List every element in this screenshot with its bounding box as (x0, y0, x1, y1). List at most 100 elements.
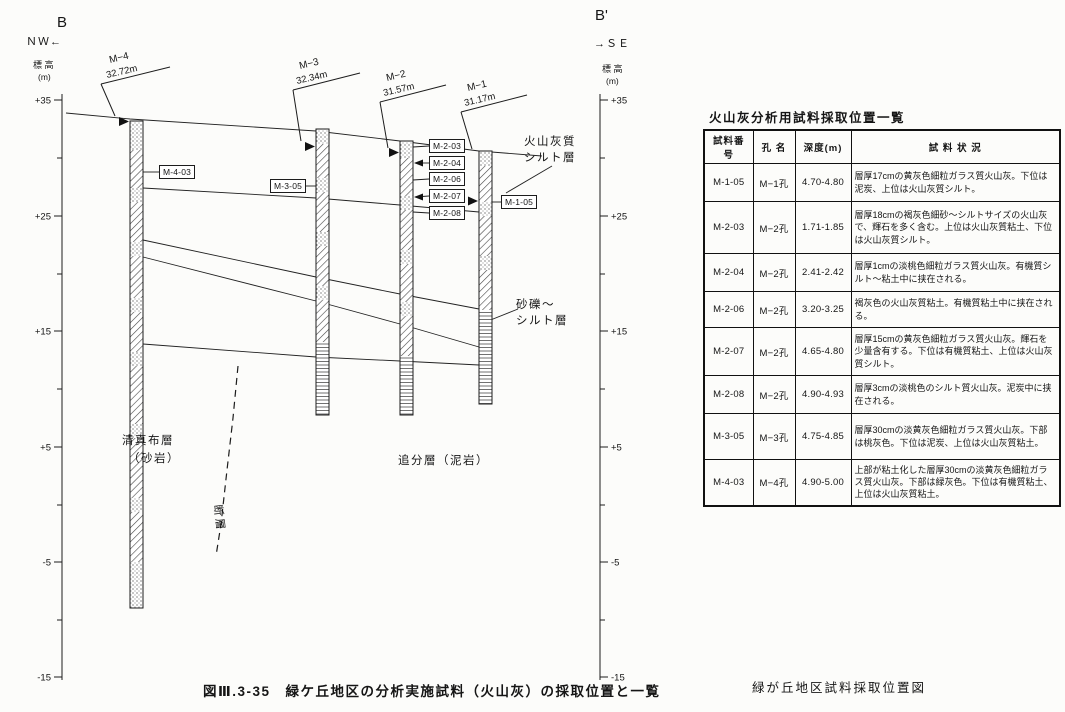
description-cell: 層厚18cmの褐灰色細砂〜シルトサイズの火山灰で、輝石を多く含む。上位は火山灰質… (850, 201, 1061, 254)
borehole-m2-name: M−2 (385, 69, 407, 84)
description-cell: 層厚17cmの黄灰色細粒ガラス質火山灰。下位は泥炭、上位は火山灰質シルト。 (850, 163, 1061, 202)
section-end-right: B' (595, 7, 608, 24)
borehole-m4-head (100, 66, 171, 117)
sample-id-cell: M-2-08 (703, 375, 754, 414)
table-header-row: 試料番号 孔 名 深度(m) 試 料 状 況 (703, 129, 1061, 164)
sample-tag-m2-08: M-2-08 (429, 206, 465, 220)
elev-axis-label-left-1: 標 高 (33, 59, 54, 70)
sample-id-cell: M-2-03 (703, 201, 754, 254)
borehole-m4-column (129, 120, 144, 609)
description-cell: 上部が粘土化した層厚30cmの淡黄灰色細粒ガラス質火山灰。下部は緑灰色。下位は有… (850, 459, 1061, 506)
direction-se-label: →ＳＥ (594, 38, 630, 50)
sample-tag-m4-03: M-4-03 (159, 165, 195, 179)
sample-tag-m3-05: M-3-05 (270, 179, 306, 193)
table-row: M-3-05 M−3孔 4.75-4.85 層厚30cmの淡黄灰色細粒ガラス質火… (703, 413, 1061, 460)
hole-cell: M−2孔 (752, 201, 796, 254)
table-row: M-2-04 M−2孔 2.41-2.42 層厚1cmの淡桃色細粒ガラス質火山灰… (703, 253, 1061, 292)
hole-cell: M−3孔 (752, 413, 796, 460)
description-cell: 層厚1cmの淡桃色細粒ガラス質火山灰。有機質シルト〜粘土中に挟在される。 (850, 253, 1061, 292)
hole-cell: M−1孔 (752, 163, 796, 202)
svg-text:+15: +15 (35, 327, 51, 338)
depth-cell: 1.71-1.85 (794, 201, 852, 254)
fault-line (215, 365, 239, 557)
table-row: M-2-03 M−2孔 1.71-1.85 層厚18cmの褐灰色細砂〜シルトサイ… (703, 201, 1061, 254)
depth-cell: 4.65-4.80 (794, 327, 852, 376)
borehole-m4-name: M−4 (108, 51, 130, 66)
gravel-silt-layer-label-2: シルト層 (516, 315, 568, 327)
ash-silt-layer-label-1: 火山灰質 (524, 136, 576, 148)
oiwake-layer-label: 追分層（泥岩） (398, 455, 489, 467)
table-title: 火山灰分析用試料採取位置一覧 (709, 111, 906, 125)
borehole-m3-column (315, 128, 330, 416)
direction-nw-label: ＮＷ← (26, 36, 62, 48)
svg-text:+5: +5 (40, 443, 51, 454)
kiyomappu-layer-label-2: （砂岩） (128, 453, 180, 465)
table-row: M-2-08 M−2孔 4.90-4.93 層厚3cmの淡桃色のシルト質火山灰。… (703, 375, 1061, 414)
svg-text:+25: +25 (35, 212, 51, 223)
description-cell: 層厚3cmの淡桃色のシルト質火山灰。泥炭中に挟在される。 (850, 375, 1061, 414)
svg-text:+25: +25 (611, 212, 627, 223)
elev-axis-label-right-2: (m) (606, 76, 619, 86)
svg-text:+35: +35 (611, 96, 627, 107)
hole-cell: M−2孔 (752, 291, 796, 328)
sample-id-cell: M-4-03 (703, 459, 754, 506)
table-row: M-2-06 M−2孔 3.20-3.25 褐灰色の火山灰質粘土。有機質粘土中に… (703, 291, 1061, 328)
header-hole-name: 孔 名 (752, 129, 796, 164)
sample-id-cell: M-2-04 (703, 253, 754, 292)
elevation-ticks-right: +35 +25 +15 +5 -5 -15 (611, 96, 627, 684)
hole-cell: M−4孔 (752, 459, 796, 506)
sample-tag-m2-04: M-2-04 (429, 156, 465, 170)
tag-m207-arrow (414, 193, 423, 201)
depth-cell: 4.90-5.00 (794, 459, 852, 506)
section-end-left: B (57, 14, 67, 31)
sample-id-cell: M-1-05 (703, 163, 754, 202)
depth-cell: 3.20-3.25 (794, 291, 852, 328)
elev-axis-label-left-2: (m) (38, 72, 51, 82)
borehole-m3-name: M−3 (298, 57, 320, 72)
kiyomappu-layer-label-1: 清真布層 (122, 435, 174, 447)
sample-tag-m2-07: M-2-07 (429, 189, 465, 203)
table-row: M-1-05 M−1孔 4.70-4.80 層厚17cmの黄灰色細粒ガラス質火山… (703, 163, 1061, 202)
sample-id-cell: M-2-06 (703, 291, 754, 328)
table-row: M-2-07 M−2孔 4.65-4.80 層厚15cmの黄灰色細粒ガラス質火山… (703, 327, 1061, 376)
cross-section-svg: B B' ＮＷ← →ＳＥ 標 高 (m) 標 高 (m) +35 +25 +15… (26, 7, 630, 684)
header-sample-no: 試料番号 (703, 129, 754, 164)
svg-text:+5: +5 (611, 443, 622, 454)
borehole-m2-column (399, 140, 414, 416)
hole-cell: M−2孔 (752, 375, 796, 414)
depth-cell: 4.75-4.85 (794, 413, 852, 460)
fault-label: 断層 (211, 504, 228, 533)
borehole-m3-head (292, 72, 361, 142)
borehole-m4-arrow (119, 117, 129, 126)
elevation-axis-right (599, 94, 608, 680)
gravel-silt-layer-label-1: 砂礫〜 (516, 299, 555, 311)
svg-text:-5: -5 (611, 558, 619, 569)
description-cell: 層厚15cmの黄灰色細粒ガラス質火山灰。輝石を少量含有する。下位は有機質粘土、上… (850, 327, 1061, 376)
figure-caption: 図Ⅲ.3-35 緑ケ丘地区の分析実施試料（火山灰）の採取位置と一覧 (203, 684, 661, 699)
hole-cell: M−2孔 (752, 253, 796, 292)
sample-id-cell: M-3-05 (703, 413, 754, 460)
svg-text:+35: +35 (35, 96, 51, 107)
sample-tag-m2-06: M-2-06 (429, 172, 465, 186)
borehole-m1-column (478, 150, 493, 405)
hole-cell: M−2孔 (752, 327, 796, 376)
sample-table: 試料番号 孔 名 深度(m) 試 料 状 況 M-1-05 M−1孔 4.70-… (703, 129, 1061, 507)
sample-tag-m1-05: M-1-05 (501, 195, 537, 209)
borehole-m1-name: M−1 (466, 79, 488, 94)
elevation-axis-left (54, 94, 63, 680)
depth-cell: 2.41-2.42 (794, 253, 852, 292)
elev-axis-label-right-1: 標 高 (602, 63, 623, 74)
description-cell: 層厚30cmの淡黄灰色細粒ガラス質火山灰。下部は桃灰色。下位は泥炭、上位は火山灰… (850, 413, 1061, 460)
svg-text:-15: -15 (37, 673, 51, 684)
borehole-m1-head (460, 94, 528, 150)
side-caption: 緑が丘地区試料採取位置図 (752, 681, 927, 695)
borehole-m3-arrow (305, 142, 315, 151)
description-cell: 褐灰色の火山灰質粘土。有機質粘土中に挟在される。 (850, 291, 1061, 328)
sample-id-cell: M-2-07 (703, 327, 754, 376)
svg-text:-15: -15 (611, 673, 625, 684)
sample-tag-m2-03: M-2-03 (429, 139, 465, 153)
svg-text:+15: +15 (611, 327, 627, 338)
tag-m204-arrow (414, 159, 423, 167)
table-row: M-4-03 M−4孔 4.90-5.00 上部が粘土化した層厚30cmの淡黄灰… (703, 459, 1061, 506)
